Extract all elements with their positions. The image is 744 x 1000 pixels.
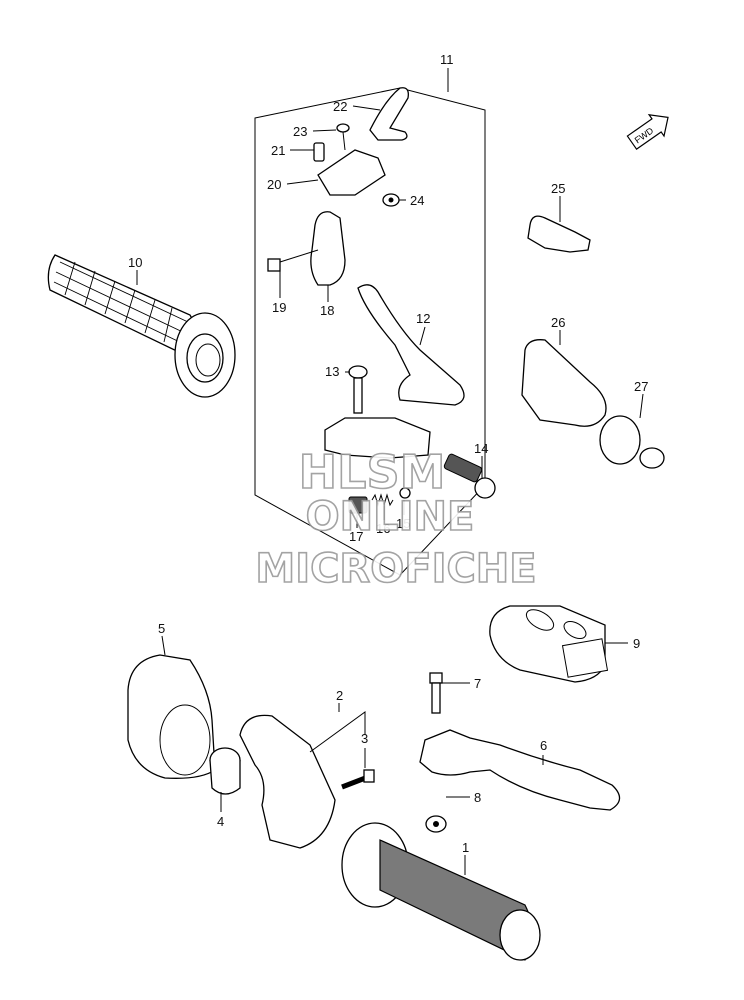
callout-24: 24: [410, 193, 424, 208]
callout-8: 8: [474, 790, 481, 805]
callout-1: 1: [462, 840, 469, 855]
callout-16: 16: [376, 521, 390, 536]
callout-27: 27: [634, 379, 648, 394]
part-23-screw-icon: [336, 123, 350, 151]
callout-23: 23: [293, 124, 307, 139]
callout-3: 3: [361, 731, 368, 746]
fwd-arrow-icon: FWD: [626, 113, 669, 151]
part-15-ball-icon: [399, 487, 411, 499]
part-25-boot-icon: [527, 215, 591, 253]
callout-18: 18: [320, 303, 334, 318]
callout-11: 11: [440, 52, 454, 67]
part-8-nut-icon: [425, 815, 447, 833]
part-18-clamp-icon: [310, 211, 346, 286]
part-4-sleeve-icon: [209, 747, 241, 795]
watermark-line-3: MICROFICHE: [255, 546, 536, 592]
part-24-nut-icon: [382, 193, 400, 207]
callout-7: 7: [474, 676, 481, 691]
callout-10: 10: [128, 255, 142, 270]
part-22-icon: [369, 87, 409, 141]
callout-12: 12: [416, 311, 430, 326]
part-20-bracket-icon: [317, 149, 386, 196]
callout-5: 5: [158, 621, 165, 636]
part-19-bolt-icon: [267, 249, 319, 272]
lever-perch-body-icon: [324, 417, 431, 459]
callout-22: 22: [333, 99, 347, 114]
part-2-housing-icon: [239, 714, 336, 849]
part-14-adjuster-icon: [443, 453, 496, 499]
callout-26: 26: [551, 315, 565, 330]
part-26-cover-icon: [521, 339, 607, 427]
callout-17: 17: [349, 529, 363, 544]
part-10-grip-icon: [47, 254, 236, 398]
callout-25: 25: [551, 181, 565, 196]
callout-14: 14: [474, 441, 488, 456]
callout-9: 9: [633, 636, 640, 651]
callout-15: 15: [396, 516, 410, 531]
callout-4: 4: [217, 814, 224, 829]
watermark-line-2: ONLINE: [306, 494, 475, 540]
leader-lines: [136, 68, 644, 875]
part-6-lever-icon: [419, 729, 621, 811]
part-12-lever-icon: [357, 284, 465, 406]
part-16-spring-icon: [371, 493, 394, 507]
callout-19: 19: [272, 300, 286, 315]
part-13-bolt-icon: [348, 365, 368, 414]
part-7-bolt-icon: [429, 672, 443, 714]
part-17-sleeve-icon: [348, 496, 368, 514]
callout-21: 21: [271, 143, 285, 158]
watermark-line-1: HLSM: [299, 445, 446, 499]
callout-20: 20: [267, 177, 281, 192]
part-1-grip-icon: [341, 822, 541, 961]
callout-13: 13: [325, 364, 339, 379]
part-27-adjuster-icon: [599, 415, 665, 469]
part-3-bolt-icon: [341, 769, 375, 790]
callout-2: 2: [336, 688, 343, 703]
callout-6: 6: [540, 738, 547, 753]
part-21-bolt-icon: [313, 142, 325, 162]
